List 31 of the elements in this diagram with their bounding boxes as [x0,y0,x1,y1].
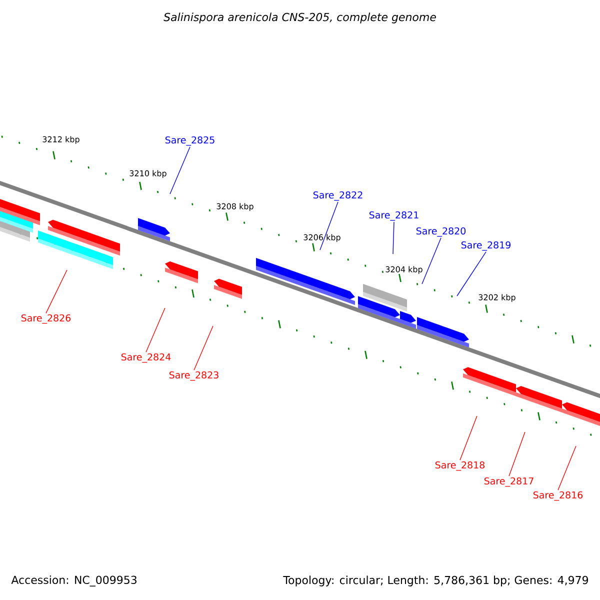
gene-label: Sare_2826 [21,314,71,324]
leader-line [170,146,190,194]
tick-label: 3204 kbp [386,266,422,274]
gene-label: Sare_2821 [369,211,418,221]
gene-label: Sare_2817 [484,477,534,487]
leader-line [46,270,68,314]
leader-line [146,308,166,353]
leader-line [460,416,478,461]
leader-line [320,202,338,250]
leader-line [422,238,442,284]
leader-line [558,446,576,491]
leader-line [508,432,526,477]
gene-label: Sare_2816 [533,491,583,501]
footer-text: Accession: NC_009953 [11,576,136,586]
tick-label: 3208 kbp [216,203,254,211]
gene-label: Sare_2823 [169,371,218,381]
tick-label: 3212 kbp [42,136,80,144]
tick-label: 3206 kbp [304,234,340,242]
leader-line [392,222,394,254]
gene-label: Sare_2825 [165,136,214,146]
gene-label: Sare_2820 [416,227,466,237]
gene-label: Sare_2824 [121,353,171,363]
gene-label: Sare_2822 [313,191,362,201]
gene-label: Sare_2819 [461,241,510,251]
tick-label: 3210 kbp [130,170,166,178]
leader-line [456,252,486,296]
tick-label: 3202 kbp [478,294,516,302]
title: Salinispora arenicola CNS-205, complete genome [164,12,436,24]
footer-text: Topology: circular; Length: 5,786,361 bp; Genes: 4,979 [283,576,588,586]
gene-label: Sare_2818 [435,461,485,471]
leader-line [194,326,214,371]
